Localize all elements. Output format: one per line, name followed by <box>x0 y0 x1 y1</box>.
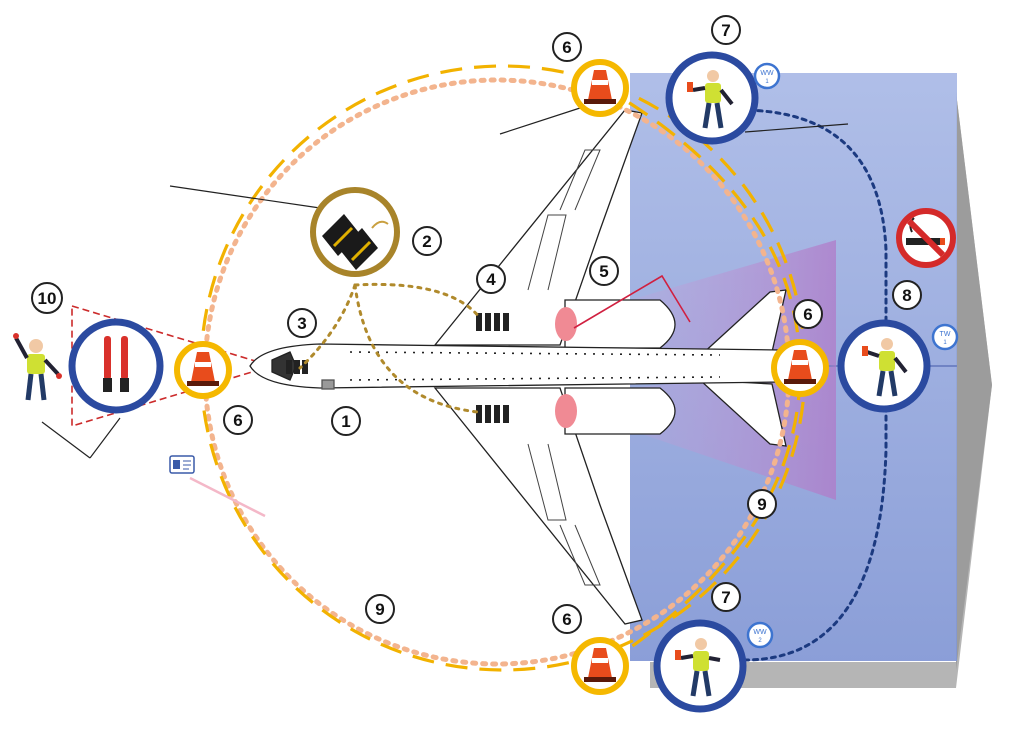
svg-text:4: 4 <box>486 270 496 289</box>
wingwalker-ring-bottom <box>653 619 747 713</box>
svg-text:7: 7 <box>721 21 730 40</box>
fuselage <box>249 343 829 389</box>
svg-text:2: 2 <box>422 232 431 251</box>
svg-text:9: 9 <box>757 495 766 514</box>
svg-text:1: 1 <box>341 412 350 431</box>
svg-text:TW: TW <box>940 331 951 338</box>
engine-intake-lower <box>555 394 577 428</box>
chock-ring <box>310 187 400 277</box>
wingwalker-person-icon <box>687 70 734 129</box>
svg-text:7: 7 <box>721 588 730 607</box>
label-3: 3 <box>287 308 317 338</box>
cone-ring-nose <box>174 341 232 399</box>
badge-ww2: WW 2 <box>746 621 774 649</box>
svg-text:3: 3 <box>297 314 306 333</box>
svg-text:1: 1 <box>765 79 769 85</box>
svg-text:6: 6 <box>803 305 812 324</box>
cone-ring-bottom <box>571 637 629 695</box>
badge-ww1: WW 1 <box>753 62 781 90</box>
label-8: 8 <box>892 280 922 310</box>
chock-links <box>298 282 482 414</box>
svg-text:6: 6 <box>233 411 242 430</box>
svg-text:5: 5 <box>599 262 608 281</box>
svg-text:9: 9 <box>375 600 384 619</box>
marshalling-wands-icon <box>103 336 129 392</box>
tailwalker-person-icon <box>862 338 908 397</box>
label-6-nose: 6 <box>223 405 253 435</box>
traffic-cone-icon <box>584 70 616 104</box>
svg-text:WW: WW <box>760 70 774 77</box>
leader-line-marshaller-b <box>89 417 121 459</box>
label-7-bottom: 7 <box>711 582 741 612</box>
badge-tw1: TW 1 <box>931 323 959 351</box>
wands-ring <box>68 318 164 414</box>
traffic-cone-icon <box>187 352 219 386</box>
cone-ring-tail <box>771 339 829 397</box>
label-6-tail: 6 <box>793 299 823 329</box>
leader-line-marshaller-a <box>41 421 91 459</box>
wingwalker-person-icon <box>675 638 721 697</box>
id-badge-icon <box>169 455 195 474</box>
label-9-right: 9 <box>747 489 777 519</box>
label-7-top: 7 <box>711 15 741 45</box>
main-gear-lower <box>476 405 509 423</box>
traffic-cone-icon <box>784 350 816 384</box>
traffic-cone-icon <box>584 648 616 682</box>
number-labels: 1 2 3 4 5 6 6 6 6 7 7 8 9 9 10 <box>31 15 922 634</box>
svg-text:1: 1 <box>943 340 947 346</box>
label-2: 2 <box>412 226 442 256</box>
no-smoking-icon <box>896 208 956 268</box>
label-9-bottom: 9 <box>365 594 395 624</box>
wingwalker-ring-top <box>665 51 759 145</box>
label-5: 5 <box>589 256 619 286</box>
wheel-chocks-icon <box>322 214 389 270</box>
leader-line-intake <box>573 274 691 329</box>
svg-text:10: 10 <box>38 289 57 308</box>
leader-line-cone-top <box>499 107 581 135</box>
svg-text:WW: WW <box>753 629 767 636</box>
engine-lower <box>564 387 676 435</box>
svg-text:6: 6 <box>562 610 571 629</box>
label-6-top: 6 <box>552 32 582 62</box>
svg-text:8: 8 <box>902 286 911 305</box>
exhaust-zone-lower <box>630 366 836 500</box>
label-1: 1 <box>331 406 361 436</box>
tailwalker-ring <box>837 319 931 413</box>
label-6-bottom: 6 <box>552 604 582 634</box>
svg-text:2: 2 <box>758 638 762 644</box>
label-10: 10 <box>31 282 63 314</box>
leader-line-wingwalker <box>744 123 849 133</box>
marshaller-person-icon <box>13 333 62 401</box>
main-gear-upper <box>476 313 509 331</box>
cone-ring-top <box>571 59 629 117</box>
leader-line-chocks <box>169 185 321 209</box>
leader-line-id-card <box>189 476 266 518</box>
label-4: 4 <box>476 264 506 294</box>
exhaust-zone-upper <box>630 240 836 366</box>
zone-shadow-side <box>956 92 992 670</box>
svg-text:6: 6 <box>562 38 571 57</box>
engine-intake-upper <box>555 307 577 341</box>
nose-gear <box>286 360 308 374</box>
